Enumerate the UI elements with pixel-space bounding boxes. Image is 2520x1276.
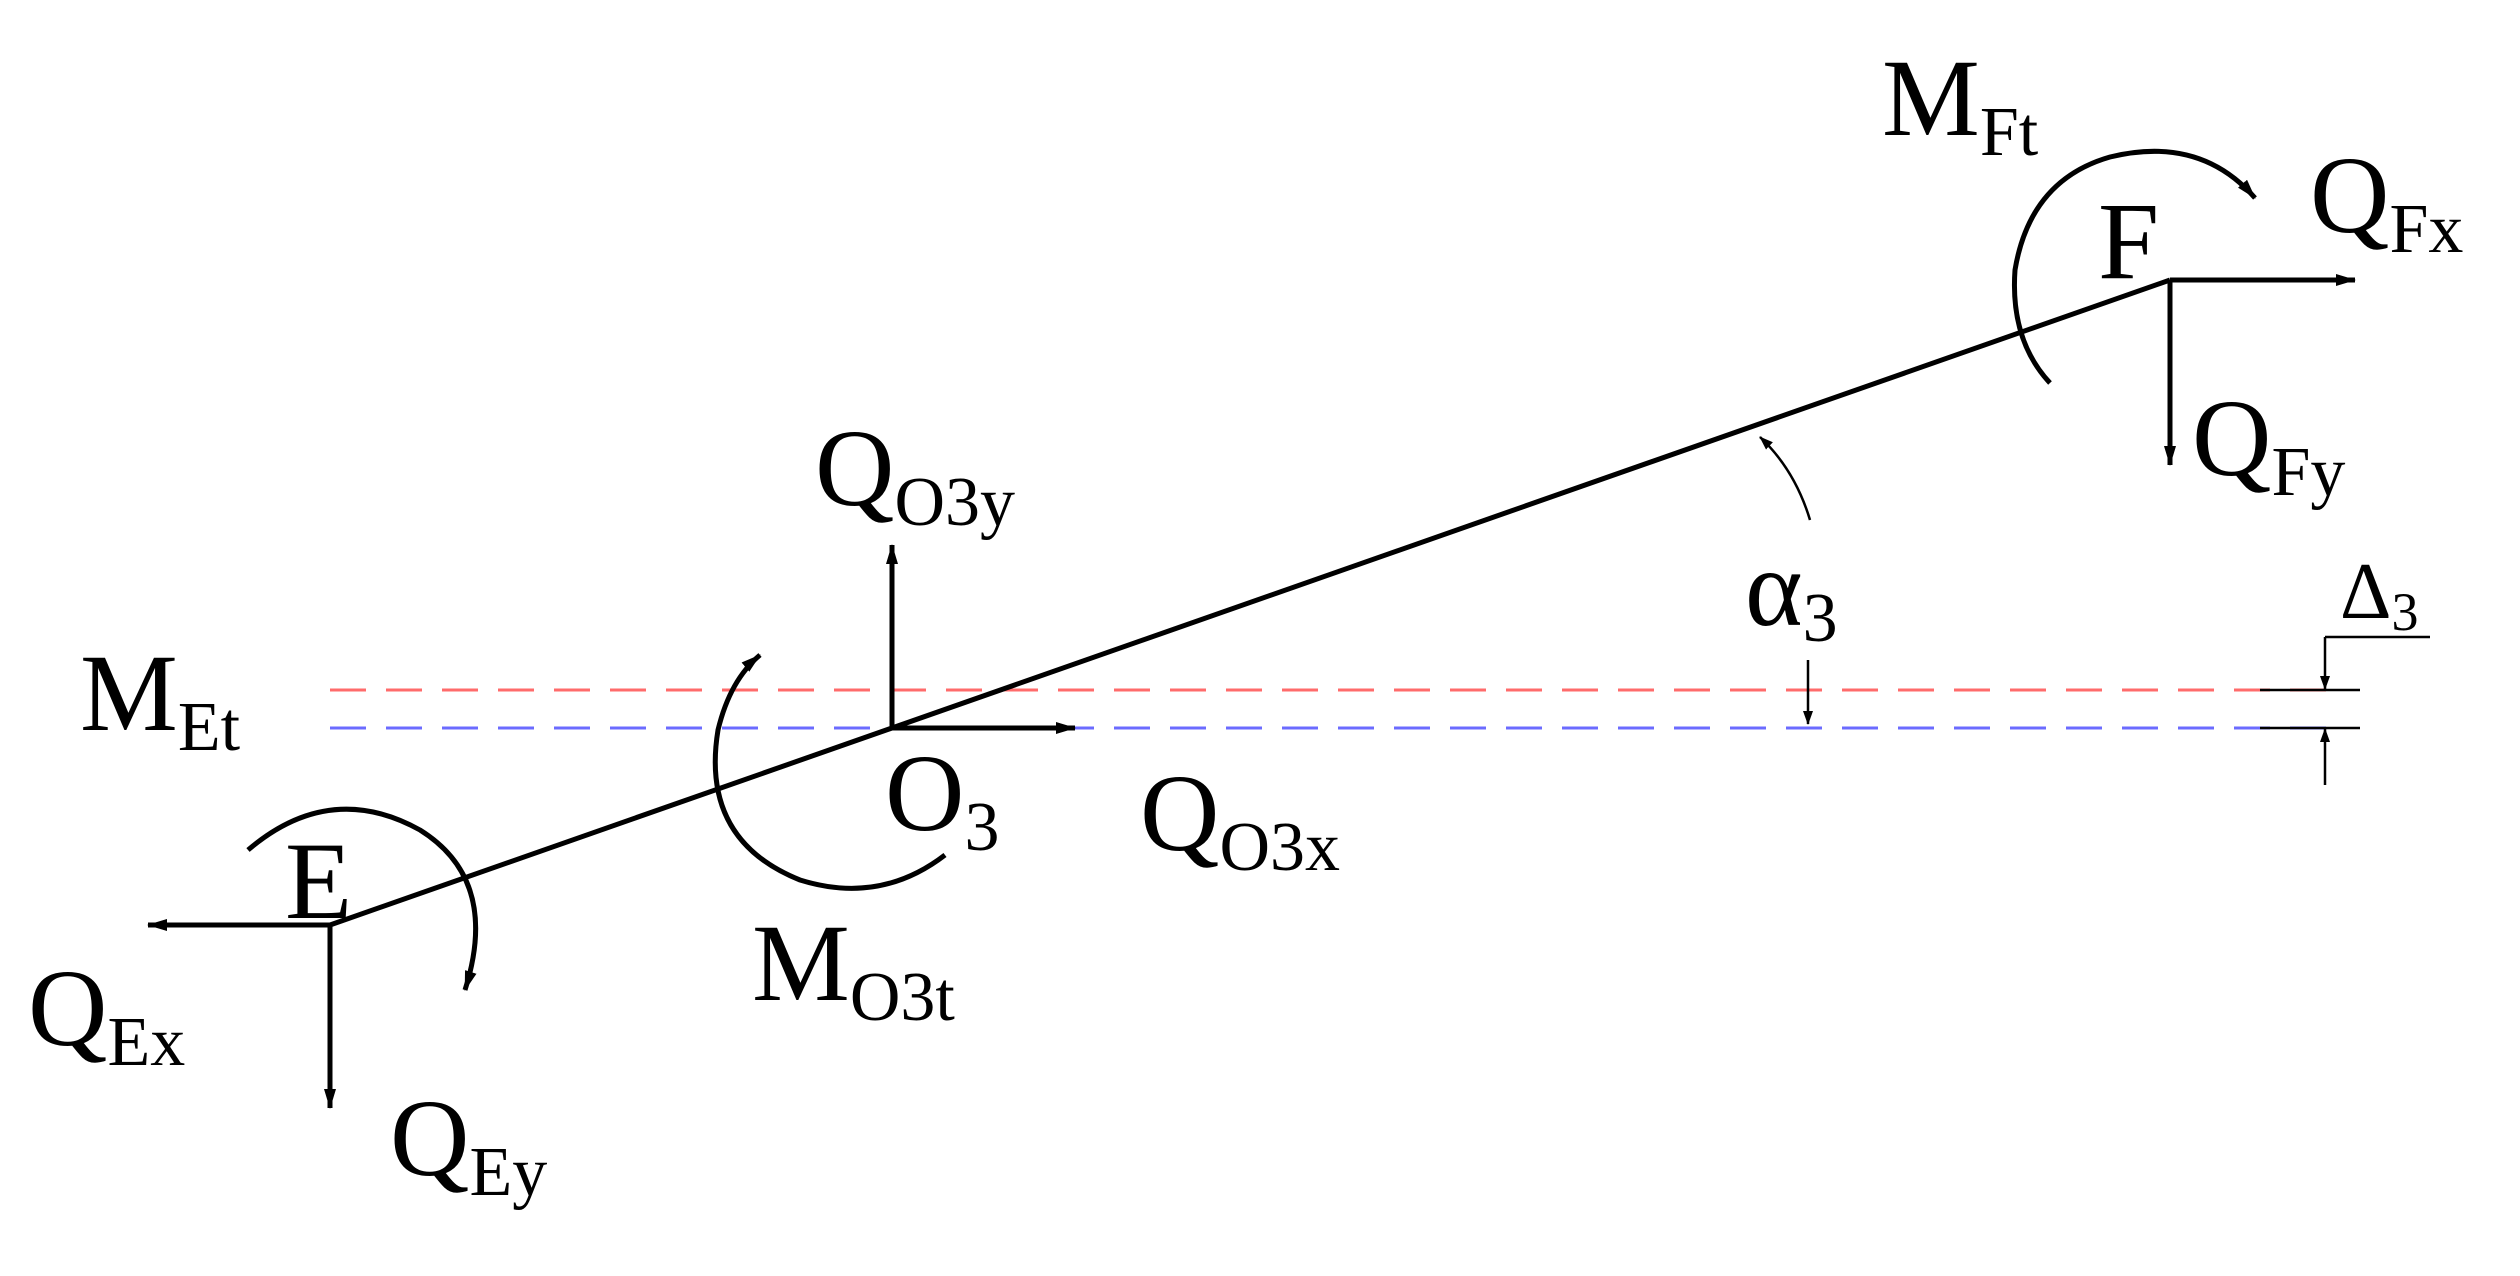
- label-m-ft: MFt: [1882, 37, 2039, 171]
- label-alpha-3: α3: [1745, 527, 1838, 657]
- moment-arrow-m-et: [246, 806, 479, 991]
- label-point-e: E: [285, 820, 352, 942]
- label-q-o3x: QO3x: [1140, 752, 1340, 886]
- label-q-fy: QFy: [2192, 377, 2345, 511]
- label-point-f: F: [2098, 180, 2159, 302]
- label-delta-3: Δ3: [2340, 548, 2418, 642]
- angle-arc-alpha: [1759, 436, 1812, 521]
- label-q-o3y: QO3y: [815, 407, 1015, 541]
- link-bar: [329, 277, 2171, 928]
- label-m-et: MEt: [80, 632, 241, 766]
- label-m-o3t: MO3t: [752, 902, 955, 1036]
- label-q-ey: QEy: [390, 1077, 547, 1211]
- moment-arrow-m-o3t: [712, 653, 947, 891]
- label-q-fx: QFx: [2310, 134, 2463, 268]
- moment-arrow-m-ft: [2011, 148, 2257, 385]
- label-q-ex: QEx: [28, 947, 185, 1081]
- label-point-o3: O3: [885, 732, 999, 866]
